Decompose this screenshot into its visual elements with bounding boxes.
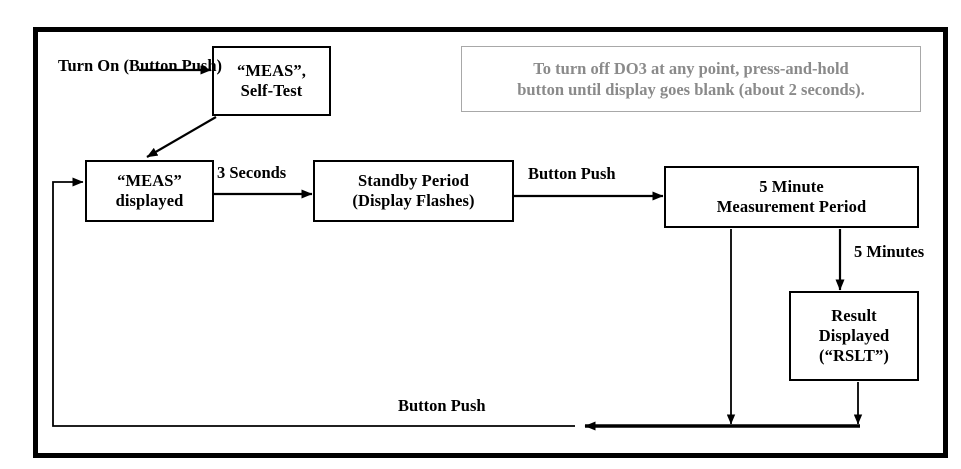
label-five-minutes: 5 Minutes (854, 242, 925, 261)
node-meas-self-test-line2: Self-Test (240, 81, 303, 100)
node-standby-period-line2: (Display Flashes) (352, 191, 475, 210)
node-measurement-period-line1: 5 Minute (759, 176, 824, 196)
power-off-note-line1: To turn off DO3 at any point, press-and-… (533, 58, 849, 78)
label-three-seconds: 3 Seconds (217, 163, 287, 182)
node-meas-displayed-line1: “MEAS” (117, 170, 182, 190)
node-standby-period-line1: Standby Period (358, 170, 469, 190)
node-measurement-period[interactable]: 5 Minute Measurement Period (664, 166, 919, 228)
label-turn-on-line1: Turn On (58, 56, 120, 75)
node-result-displayed-line3: (“RSLT”) (819, 346, 889, 366)
label-button-push-standby-to-measurement: Button Push (528, 164, 616, 183)
node-meas-self-test-line1: “MEAS”, (237, 60, 306, 80)
node-meas-displayed-line2: displayed (115, 191, 184, 210)
node-meas-displayed[interactable]: “MEAS” displayed (85, 160, 214, 222)
power-off-note-line2: button until display goes blank (about 2… (517, 80, 865, 99)
node-result-displayed[interactable]: Result Displayed (“RSLT”) (789, 291, 919, 381)
node-standby-period[interactable]: Standby Period (Display Flashes) (313, 160, 514, 222)
node-result-displayed-line1: Result (831, 305, 877, 325)
label-turn-on: Turn On (Button Push) (58, 56, 222, 76)
label-button-push-return-loop: Button Push (398, 396, 486, 415)
label-turn-on-line2: (Button Push) (123, 56, 223, 75)
power-off-note: To turn off DO3 at any point, press-and-… (461, 46, 921, 112)
node-result-displayed-line2: Displayed (818, 325, 890, 345)
node-meas-self-test[interactable]: “MEAS”, Self-Test (212, 46, 331, 116)
node-measurement-period-line2: Measurement Period (716, 197, 867, 216)
